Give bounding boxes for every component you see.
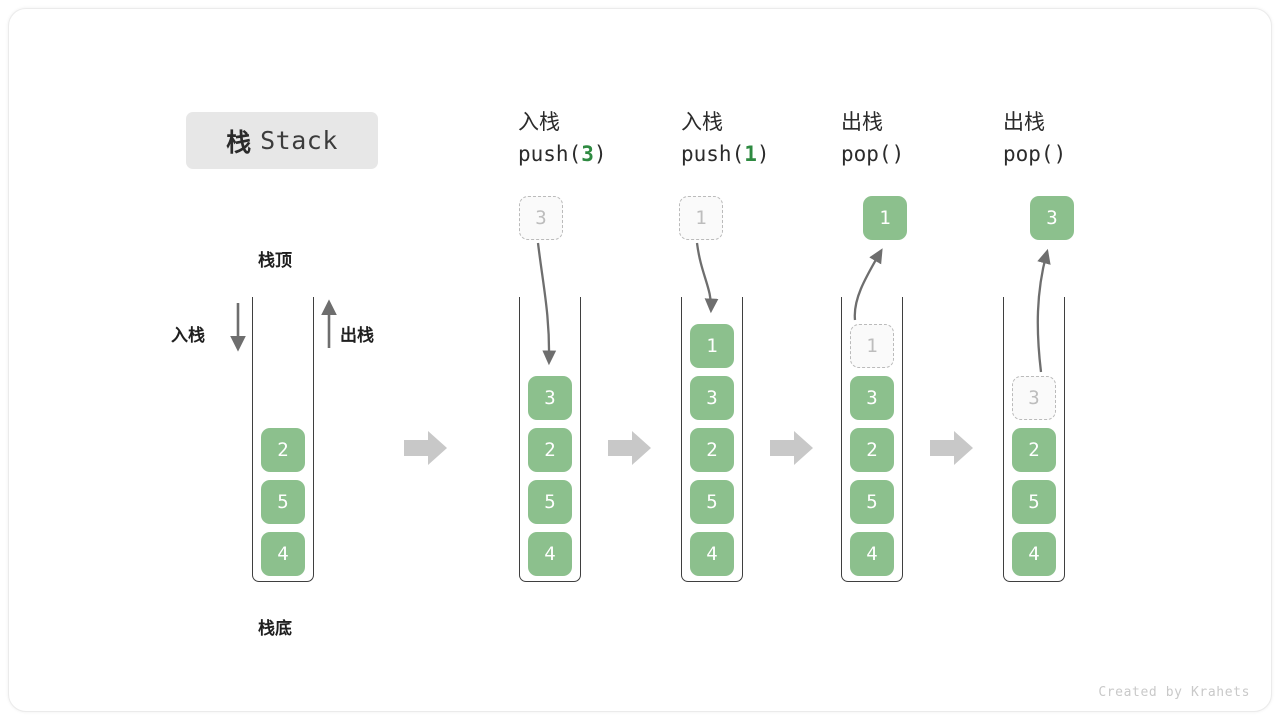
code-suffix: ) xyxy=(593,142,607,166)
title-chinese: 栈 xyxy=(226,128,252,157)
stack-wall-right xyxy=(580,297,581,575)
code-prefix: push( xyxy=(518,142,582,166)
title-english: Stack xyxy=(260,126,338,155)
title-badge: 栈 Stack xyxy=(186,112,378,169)
stack-cell-4: 4 xyxy=(850,532,894,576)
stack-slots-push-3: 4 5 2 3 xyxy=(528,376,572,576)
column-code-pop-3: pop() xyxy=(1003,138,1183,170)
stack-cell-3: 3 xyxy=(690,376,734,420)
stack-cell-1: 1 xyxy=(690,324,734,368)
stack-cell-2: 2 xyxy=(528,428,572,472)
stack-cell-4: 4 xyxy=(528,532,572,576)
column-title-pop-3: 出栈 xyxy=(1003,111,1045,134)
code-prefix: push( xyxy=(681,142,745,166)
transition-arrow-2 xyxy=(770,429,814,467)
column-title-push-1: 入栈 xyxy=(681,111,723,134)
stack-cell-5: 5 xyxy=(528,480,572,524)
stack-cell-2: 2 xyxy=(1012,428,1056,472)
stack-slots-pop-1: 4 5 2 3 1 xyxy=(850,324,894,576)
column-code-push-3: push(3) xyxy=(518,138,698,170)
column-title-pop-1: 出栈 xyxy=(841,111,883,134)
stack-cell-2: 2 xyxy=(850,428,894,472)
stack-pop-1: 4 5 2 3 1 xyxy=(841,297,903,582)
code-suffix: ) xyxy=(891,142,905,166)
transition-arrow-3 xyxy=(930,429,974,467)
label-push-side: 入栈 xyxy=(171,326,205,345)
stack-cell-3: 3 xyxy=(1012,376,1056,420)
stack-pop-3: 4 5 2 3 xyxy=(1003,297,1065,582)
column-code-push-1: push(1) xyxy=(681,138,861,170)
stack-floor xyxy=(519,570,581,582)
stack-cell-3: 3 xyxy=(528,376,572,420)
stack-push-1: 4 5 2 3 1 xyxy=(681,297,743,582)
stack-cell-2: 2 xyxy=(261,428,305,472)
stack-cell-1: 1 xyxy=(850,324,894,368)
floating-cell-box-push-3: 3 xyxy=(519,196,563,240)
stack-cell-5: 5 xyxy=(261,480,305,524)
label-stack-bottom: 栈底 xyxy=(258,619,292,638)
stack-slots-push-1: 4 5 2 3 1 xyxy=(690,324,734,576)
floating-cell-push-1: 1 xyxy=(679,196,723,240)
floating-cell-pop-1: 1 xyxy=(863,196,907,240)
stack-floor xyxy=(681,570,743,582)
stack-floor xyxy=(841,570,903,582)
code-prefix: pop( xyxy=(1003,142,1054,166)
column-header-push-1: 入栈 push(1) xyxy=(681,108,861,170)
stack-wall-right xyxy=(313,297,314,575)
stack-floor xyxy=(1003,570,1065,582)
transition-arrow-0 xyxy=(404,429,448,467)
floating-cell-box-push-1: 1 xyxy=(679,196,723,240)
floating-cell-box-pop-1: 1 xyxy=(863,196,907,240)
floating-cell-box-pop-3: 3 xyxy=(1030,196,1074,240)
stack-cell-3: 3 xyxy=(850,376,894,420)
code-suffix: ) xyxy=(756,142,770,166)
code-argument: 3 xyxy=(581,142,594,166)
stack-wall-right xyxy=(1064,297,1065,575)
column-header-pop-3: 出栈 pop() xyxy=(1003,108,1183,170)
stack-cell-5: 5 xyxy=(690,480,734,524)
code-suffix: ) xyxy=(1053,142,1067,166)
stack-wall-left xyxy=(681,297,682,575)
stack-cell-4: 4 xyxy=(690,532,734,576)
stack-cell-5: 5 xyxy=(1012,480,1056,524)
code-prefix: pop( xyxy=(841,142,892,166)
stack-wall-left xyxy=(841,297,842,575)
stack-cell-5: 5 xyxy=(850,480,894,524)
stack-initial: 4 5 2 xyxy=(252,297,314,582)
transition-arrow-1 xyxy=(608,429,652,467)
stack-wall-right xyxy=(742,297,743,575)
stack-slots-initial: 4 5 2 xyxy=(261,428,305,576)
column-code-pop-1: pop() xyxy=(841,138,1021,170)
floating-cell-push-3: 3 xyxy=(519,196,563,240)
footer-credit: Created by Krahets xyxy=(1098,685,1250,700)
stack-floor xyxy=(252,570,314,582)
column-title-push-3: 入栈 xyxy=(518,111,560,134)
label-pop-side: 出栈 xyxy=(340,326,374,345)
stack-cell-4: 4 xyxy=(1012,532,1056,576)
stack-wall-right xyxy=(902,297,903,575)
stack-cell-4: 4 xyxy=(261,532,305,576)
stack-wall-left xyxy=(252,297,253,575)
column-header-push-3: 入栈 push(3) xyxy=(518,108,698,170)
stack-push-3: 4 5 2 3 xyxy=(519,297,581,582)
stack-wall-left xyxy=(519,297,520,575)
label-stack-top: 栈顶 xyxy=(258,251,292,270)
stack-wall-left xyxy=(1003,297,1004,575)
stack-slots-pop-3: 4 5 2 3 xyxy=(1012,376,1056,576)
floating-cell-pop-3: 3 xyxy=(1030,196,1074,240)
column-header-pop-1: 出栈 pop() xyxy=(841,108,1021,170)
stack-cell-2: 2 xyxy=(690,428,734,472)
code-argument: 1 xyxy=(744,142,757,166)
